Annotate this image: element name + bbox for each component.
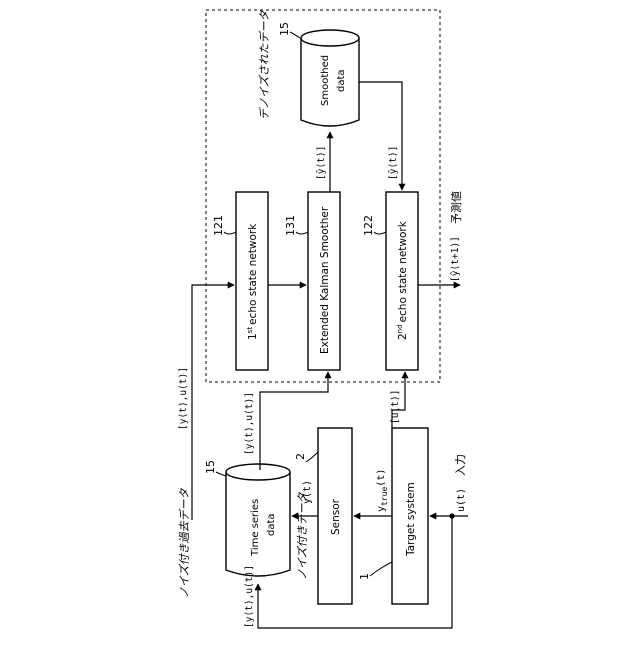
signal-yu-bottom: [y(t),u(t)] <box>244 565 255 628</box>
ref-131: 131 <box>284 215 297 236</box>
ref-121: 121 <box>212 215 225 236</box>
signal-ybar-left: [ȳ(t)] <box>316 146 327 180</box>
ref-15-top: 15 <box>278 22 291 36</box>
caption-noisy-past: ノイズ付き過去データ <box>178 487 191 598</box>
smoothed-line1: Smoothed <box>320 55 331 106</box>
signal-y-pred: [ŷ(t+1)] <box>450 236 461 282</box>
ref-2: 2 <box>294 453 307 460</box>
signal-input: u(t) <box>456 488 467 512</box>
eks-label: Extended Kalman Smoother <box>319 206 331 354</box>
smoothed-line2: data <box>336 69 347 92</box>
esn2-label: 2ndecho state network <box>396 220 409 340</box>
ref-15-bottom-leader <box>216 472 226 476</box>
ref-15-bottom: 15 <box>204 460 217 474</box>
target-label: Target system <box>405 482 417 557</box>
signal-u-only: [u(t)] <box>390 390 401 424</box>
timeseries-line1: Time series <box>250 499 261 557</box>
ref-122-leader <box>374 232 386 234</box>
ref-122: 122 <box>362 215 375 236</box>
timeseries-line2: data <box>266 513 277 536</box>
esn1-label: 1stecho state network <box>246 223 259 340</box>
caption-noisy-data: ノイズ付きデータ <box>296 491 309 580</box>
sensor-label: Sensor <box>330 498 342 535</box>
ref-2-leader <box>306 452 318 462</box>
ref-121-leader <box>224 232 236 234</box>
caption-prediction: 予測値 <box>449 191 463 224</box>
ref-1: 1 <box>358 573 371 580</box>
input-junction-dot <box>449 513 454 518</box>
signal-yu-mid: [y(t),u(t)] <box>244 392 255 455</box>
ref-131-leader <box>296 232 308 234</box>
ref-15-top-leader <box>290 32 300 38</box>
signal-ybar-right: [ȳ(t)] <box>388 146 399 180</box>
ref-1-leader <box>370 562 392 576</box>
caption-denoised: デノイズされたデータ <box>258 9 271 120</box>
caption-input: 入力 <box>454 454 467 476</box>
signal-y-true: ytrue(t) <box>376 469 389 512</box>
signal-yu-top: [y(t),u(t)] <box>178 367 189 430</box>
